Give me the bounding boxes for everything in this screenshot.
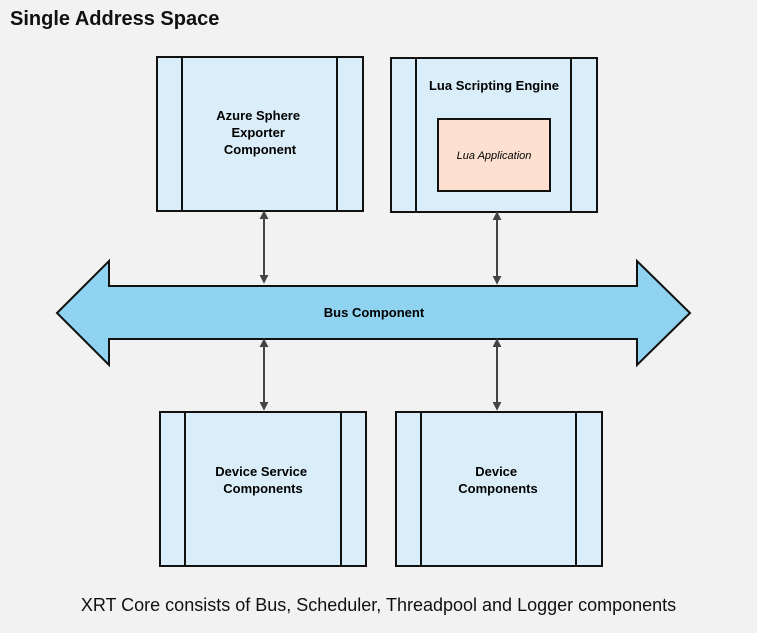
page-title: Single Address Space [10, 8, 220, 30]
lua-application-box [437, 118, 551, 192]
azure-sphere-box [156, 56, 364, 212]
azure-sphere-exporter-component: Azure Sphere Exporter Component [156, 56, 364, 212]
device-label: Device Components [458, 464, 537, 496]
bus-double-arrow-shape [55, 258, 692, 368]
bus-component-label: Bus Component [324, 305, 425, 320]
device-service-label: Device Service Components [215, 464, 310, 496]
lua-scripting-engine-component: Lua Scripting Engine Lua Application [390, 57, 598, 213]
bus-component: Bus Component [55, 258, 692, 368]
footer-note: XRT Core consists of Bus, Scheduler, Thr… [80, 595, 677, 615]
lua-engine-label: Lua Scripting Engine [429, 78, 559, 93]
lua-application-label: Lua Application [457, 150, 532, 162]
device-box [395, 411, 603, 567]
device-service-components: Device Service Components [159, 411, 367, 567]
lua-application: Lua Application [437, 118, 551, 192]
azure-sphere-label: Azure Sphere Exporter Component [216, 108, 303, 157]
device-components: Device Components [395, 411, 603, 567]
device-service-box [159, 411, 367, 567]
